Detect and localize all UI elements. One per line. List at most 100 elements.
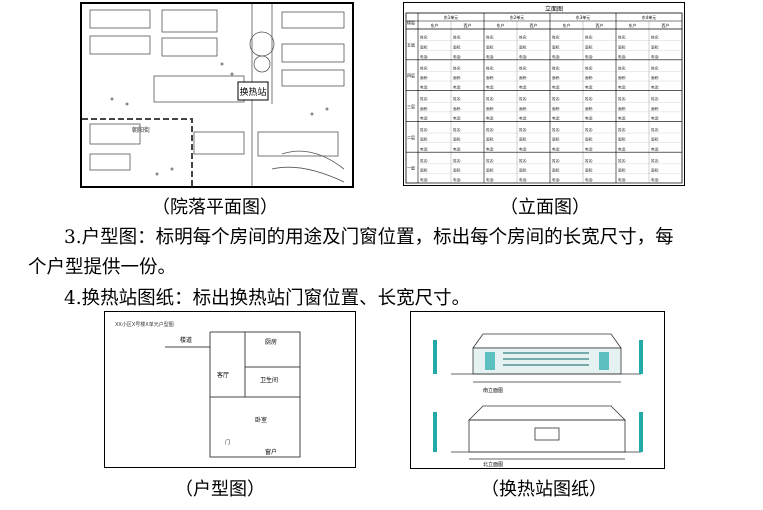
row-field: 电话: <box>519 85 527 90</box>
row-field: 姓名: <box>420 65 428 70</box>
row-field: 面积: <box>618 167 626 172</box>
row-field: 姓名: <box>453 65 461 70</box>
row-field: 面积: <box>552 75 560 80</box>
row-field: 姓名: <box>585 127 593 132</box>
elevation-table-drawing: 立面图 楼层东1单元东户西户东2单元东户西户东3单元东户西户东4单元东户西户五层… <box>405 5 683 184</box>
floor-label: 四层 <box>407 72 415 78</box>
row-field: 面积: <box>585 75 593 80</box>
row-field: 姓名: <box>618 96 626 101</box>
road-label: 朝阳街 <box>132 126 150 134</box>
row-field: 电话: <box>651 146 659 151</box>
row-field: 姓名: <box>519 127 527 132</box>
row-field: 面积: <box>486 44 494 49</box>
row-field: 面积: <box>651 137 659 142</box>
site-plan-drawing: 换热站 朝阳街 <box>82 4 352 186</box>
row-field: 电话: <box>519 54 527 59</box>
sub-header: 东户 <box>629 22 637 28</box>
row-field: 面积: <box>420 75 428 80</box>
row-field: 面积: <box>519 167 527 172</box>
row-field: 姓名: <box>552 35 560 40</box>
row-field: 面积: <box>486 106 494 111</box>
floor-plan-figure: XX小区X号楼X单元户型图 楼道 厨房 客厅 卫生间 卧室 窗户 门 <box>104 311 356 468</box>
row-field: 姓名: <box>420 127 428 132</box>
row-field: 电话: <box>453 85 461 90</box>
row-field: 姓名: <box>651 158 659 163</box>
row-field: 电话: <box>420 177 428 182</box>
row-field: 电话: <box>486 54 494 59</box>
row-field: 姓名: <box>651 35 659 40</box>
row-field: 姓名: <box>585 35 593 40</box>
row-field: 电话: <box>453 146 461 151</box>
row-field: 面积: <box>585 106 593 111</box>
sub-header: 西户 <box>596 22 604 28</box>
row-field: 面积: <box>486 75 494 80</box>
row-field: 面积: <box>618 106 626 111</box>
row-field: 电话: <box>651 177 659 182</box>
elevation-caption: （立面图） <box>500 197 590 218</box>
row-field: 电话: <box>453 115 461 120</box>
row-field: 电话: <box>486 146 494 151</box>
row-field: 电话: <box>618 54 626 59</box>
row-field: 姓名: <box>618 35 626 40</box>
sub-header: 东户 <box>497 22 505 28</box>
station-drawing-figure: 南立面图 北立面图 <box>410 311 665 469</box>
elevation-table-figure: 立面图 楼层东1单元东户西户东2单元东户西户东3单元东户西户东4单元东户西户五层… <box>403 2 685 186</box>
row-field: 面积: <box>519 137 527 142</box>
row-field: 姓名: <box>486 35 494 40</box>
row-field: 电话: <box>486 85 494 90</box>
row-field: 面积: <box>585 137 593 142</box>
row-field: 面积: <box>453 167 461 172</box>
room-bedroom: 卧室 <box>255 416 267 424</box>
row-field: 面积: <box>420 137 428 142</box>
unit-header: 东3单元 <box>576 14 591 20</box>
row-field: 姓名: <box>618 65 626 70</box>
row-field: 姓名: <box>420 158 428 163</box>
row-field: 电话: <box>519 177 527 182</box>
row-field: 姓名: <box>519 65 527 70</box>
row-field: 姓名: <box>585 96 593 101</box>
floor-plan-drawing: XX小区X号楼X单元户型图 楼道 厨房 客厅 卫生间 卧室 窗户 门 <box>115 321 301 458</box>
sub-header: 西户 <box>530 22 538 28</box>
row-field: 电话: <box>618 115 626 120</box>
row-field: 姓名: <box>453 158 461 163</box>
row-field: 电话: <box>453 177 461 182</box>
elevation-grid <box>405 12 683 184</box>
floor-label: 一层 <box>407 165 415 171</box>
station-label: 换热站 <box>239 86 266 98</box>
row-field: 姓名: <box>486 65 494 70</box>
row-field: 面积: <box>453 137 461 142</box>
row-field: 姓名: <box>519 158 527 163</box>
row-field: 电话: <box>420 54 428 59</box>
row-field: 电话: <box>552 177 560 182</box>
row-field: 电话: <box>420 115 428 120</box>
row-field: 电话: <box>585 54 593 59</box>
row-field: 面积: <box>651 75 659 80</box>
row-field: 面积: <box>552 44 560 49</box>
row-field: 电话: <box>585 115 593 120</box>
row-field: 电话: <box>552 54 560 59</box>
row-field: 姓名: <box>420 35 428 40</box>
row-field: 面积: <box>618 75 626 80</box>
row-field: 面积: <box>552 167 560 172</box>
row-field: 电话: <box>651 85 659 90</box>
unit-header: 东1单元 <box>444 14 459 20</box>
row-field: 面积: <box>453 106 461 111</box>
row-field: 电话: <box>486 115 494 120</box>
row-field: 面积: <box>420 106 428 111</box>
row-field: 姓名: <box>585 158 593 163</box>
row-field: 姓名: <box>618 158 626 163</box>
row-field: 电话: <box>585 85 593 90</box>
sub-header: 东户 <box>563 22 571 28</box>
unit-header: 东4单元 <box>642 14 657 20</box>
row-field: 面积: <box>651 106 659 111</box>
row-field: 姓名: <box>453 127 461 132</box>
row-field: 面积: <box>420 44 428 49</box>
paragraph-3-line-1: 3.户型图：标明每个房间的用途及门窗位置，标出每个房间的长宽尺寸，每 <box>64 227 674 248</box>
row-field: 面积: <box>486 137 494 142</box>
door-label: 门 <box>225 439 230 446</box>
row-field: 姓名: <box>651 127 659 132</box>
row-field: 面积: <box>552 137 560 142</box>
room-living: 客厅 <box>217 371 229 379</box>
row-field: 面积: <box>519 44 527 49</box>
row-field: 面积: <box>618 137 626 142</box>
